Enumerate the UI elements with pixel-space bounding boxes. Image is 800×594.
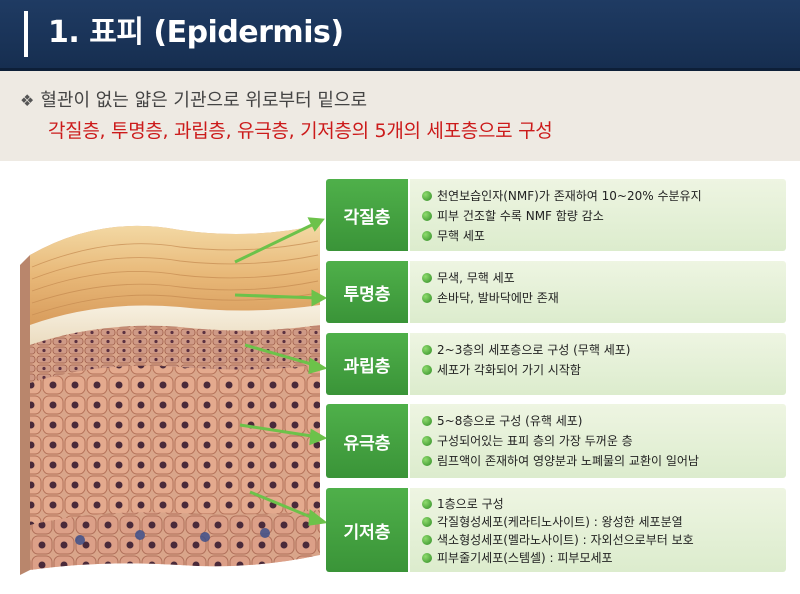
diamond-bullet-icon: ❖ — [20, 91, 35, 110]
green-bullet-icon — [422, 553, 432, 563]
green-bullet-icon — [422, 499, 432, 509]
green-bullet-icon — [422, 365, 432, 375]
intro-line-2: 각질층, 투명층, 과립층, 유극층, 기저층의 5개의 세포층으로 구성 — [48, 120, 553, 142]
layer-desc-granulosum: 2~3층의 세포층으로 구성 (무핵 세포) 세포가 각화되어 가기 시작함 — [410, 333, 786, 395]
green-bullet-icon — [422, 416, 432, 426]
layer-label-basale: 기저층 — [326, 488, 408, 572]
green-bullet-icon — [422, 345, 432, 355]
green-bullet-icon — [422, 436, 432, 446]
list-item: 2~3층의 세포층으로 구성 (무핵 세포) — [422, 340, 786, 360]
green-bullet-icon — [422, 456, 432, 466]
list-item: 손바닥, 발바닥에만 존재 — [422, 288, 786, 308]
layer-desc-lucidum: 무색, 무핵 세포 손바닥, 발바닥에만 존재 — [410, 261, 786, 323]
green-bullet-icon — [422, 535, 432, 545]
layer-desc-spinosum: 5~8층으로 구성 (유핵 세포) 구성되어있는 표피 층의 가장 두꺼운 층 … — [410, 404, 786, 478]
green-bullet-icon — [422, 191, 432, 201]
green-bullet-icon — [422, 293, 432, 303]
list-item: 림프액이 존재하여 영양분과 노폐물의 교환이 일어남 — [422, 451, 786, 471]
green-bullet-icon — [422, 231, 432, 241]
layer-desc-corneum: 천연보습인자(NMF)가 존재하여 10~20% 수분유지 피부 건조할 수록 … — [410, 179, 786, 251]
list-item: 구성되어있는 표피 층의 가장 두꺼운 층 — [422, 431, 786, 451]
green-bullet-icon — [422, 211, 432, 221]
list-item: 각질형성세포(케라티노사이트) : 왕성한 세포분열 — [422, 513, 786, 531]
list-item: 세포가 각화되어 가기 시작함 — [422, 360, 786, 380]
intro-box: ❖ 혈관이 없는 얇은 기관으로 위로부터 밑으로 각질층, 투명층, 과립층, … — [0, 71, 800, 161]
green-bullet-icon — [422, 273, 432, 283]
list-item: 피부줄기세포(스템셀) : 피부모세포 — [422, 549, 786, 567]
list-item: 1층으로 구성 — [422, 495, 786, 513]
epidermis-illustration — [20, 225, 320, 575]
list-item: 천연보습인자(NMF)가 존재하여 10~20% 수분유지 — [422, 186, 786, 206]
layer-label-corneum: 각질층 — [326, 179, 408, 251]
title-bar: 1. 표피 (Epidermis) — [0, 0, 800, 71]
list-item: 무색, 무핵 세포 — [422, 268, 786, 288]
list-item: 피부 건조할 수록 NMF 함량 감소 — [422, 206, 786, 226]
green-bullet-icon — [422, 517, 432, 527]
list-item: 무핵 세포 — [422, 226, 786, 246]
list-item: 5~8층으로 구성 (유핵 세포) — [422, 411, 786, 431]
layer-label-lucidum: 투명층 — [326, 261, 408, 323]
intro-line-1: ❖ 혈관이 없는 얇은 기관으로 위로부터 밑으로 — [20, 89, 367, 113]
title-accent-bar — [24, 11, 28, 57]
layer-desc-basale: 1층으로 구성 각질형성세포(케라티노사이트) : 왕성한 세포분열 색소형성세… — [410, 488, 786, 572]
page-title: 1. 표피 (Epidermis) — [48, 15, 344, 50]
layer-label-spinosum: 유극층 — [326, 404, 408, 478]
list-item: 색소형성세포(멜라노사이트) : 자외선으로부터 보호 — [422, 531, 786, 549]
intro-line-1-text: 혈관이 없는 얇은 기관으로 위로부터 밑으로 — [40, 90, 368, 111]
layer-label-granulosum: 과립층 — [326, 333, 408, 395]
